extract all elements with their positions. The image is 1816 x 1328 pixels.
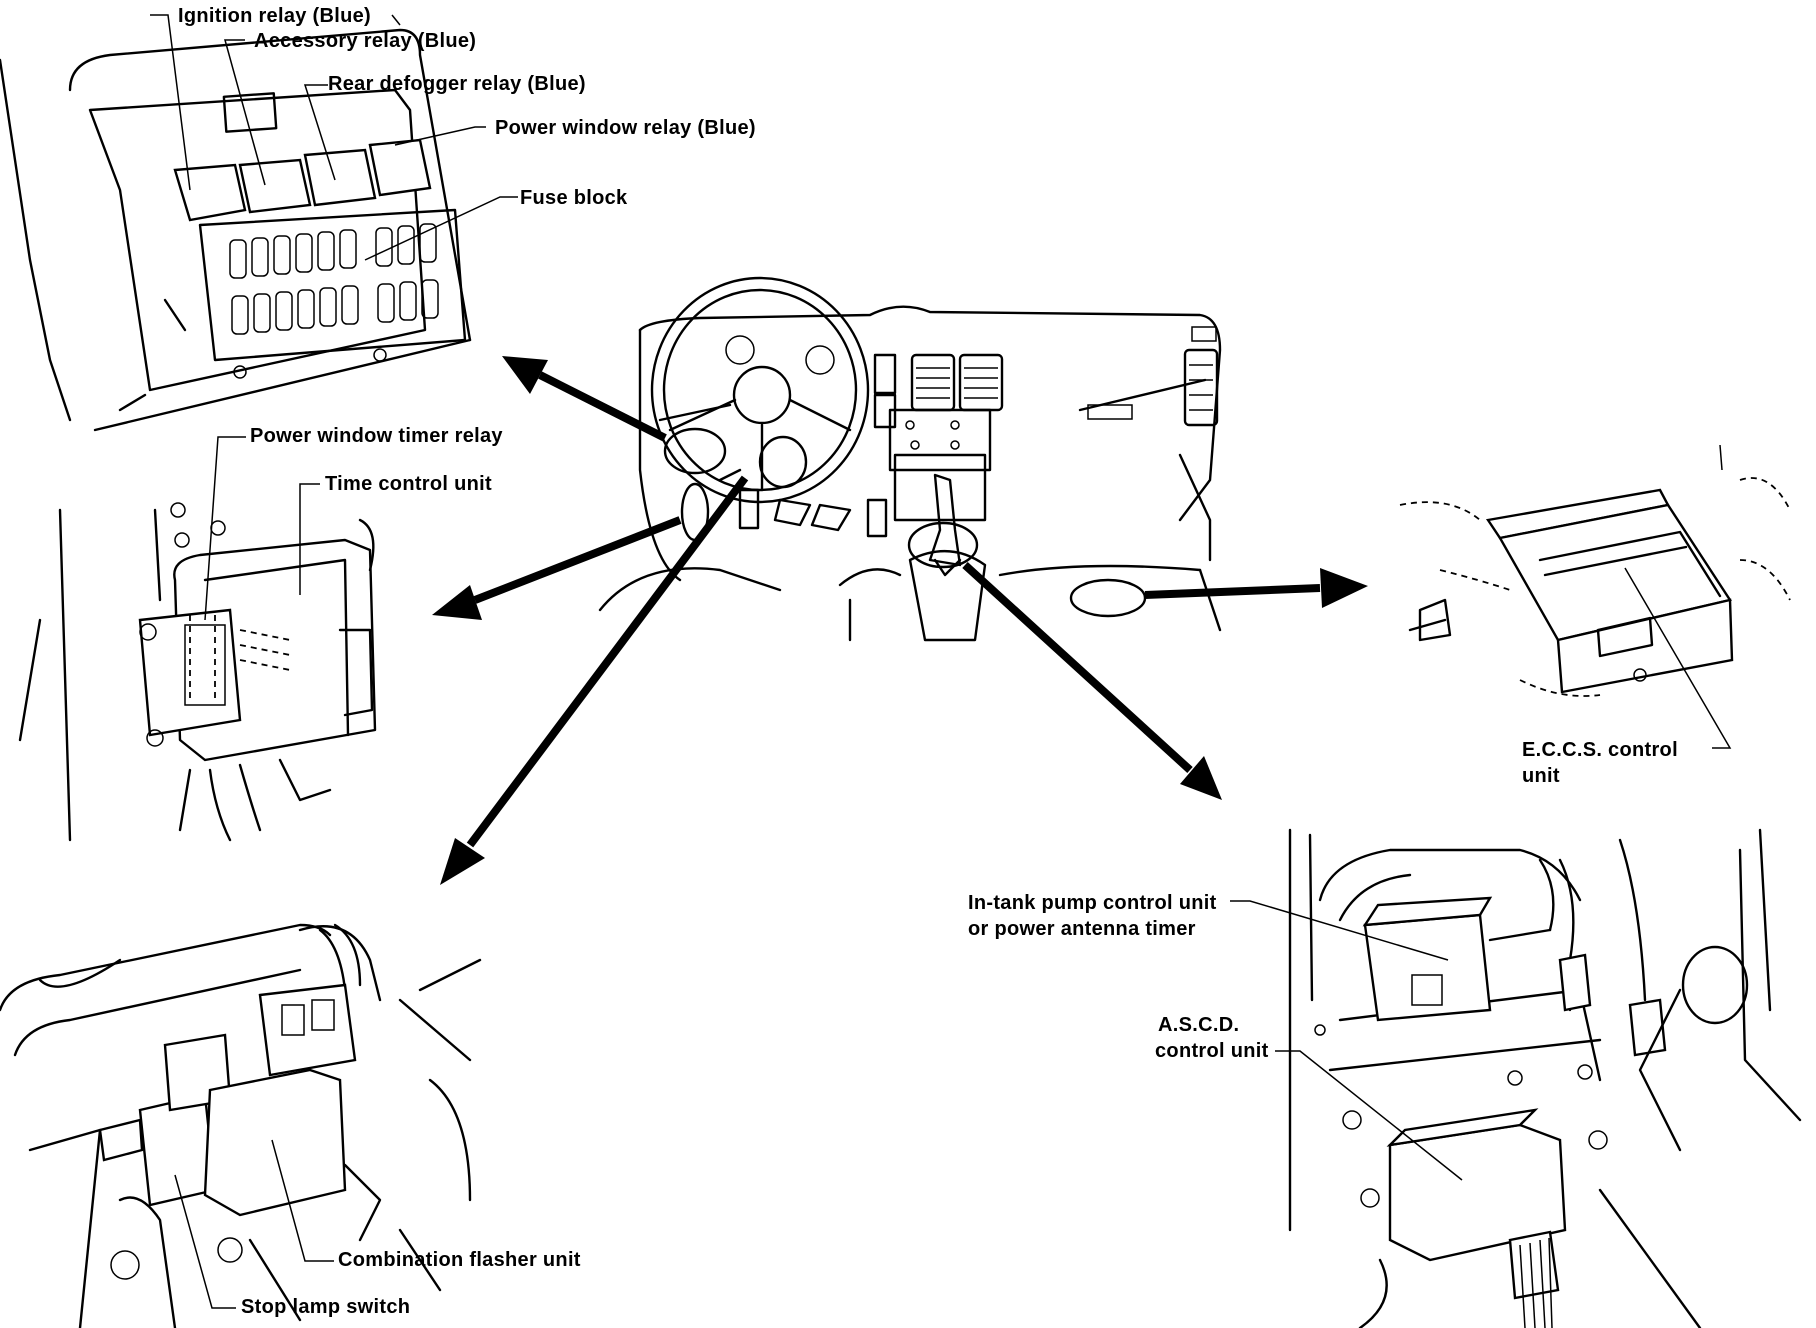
time-control-leader-lines <box>204 436 320 621</box>
stop-lamp-switch-label: Stop lamp switch <box>241 1296 410 1318</box>
fuse-block-label: Fuse block <box>520 187 628 209</box>
power-window-timer-relay-label: Power window timer relay <box>250 425 503 447</box>
eccs-control-unit-illustration <box>1399 444 1791 697</box>
fuse-block-leader-lines <box>150 14 518 261</box>
fuse-block-panel-illustration <box>0 28 472 432</box>
dashboard-overview-illustration <box>598 276 1222 642</box>
flasher-leader-lines <box>174 1139 334 1309</box>
eccs-leader-line <box>1624 567 1732 749</box>
eccs-control-unit-label-line2: unit <box>1522 765 1560 787</box>
combination-flasher-unit-label: Combination flasher unit <box>338 1249 581 1271</box>
ascd-label-line1: A.S.C.D. <box>1158 1014 1239 1036</box>
in-tank-pump-label-line1: In-tank pump control unit <box>968 892 1217 914</box>
rear-defogger-relay-label: Rear defogger relay (Blue) <box>328 73 586 95</box>
flasher-stop-lamp-illustration <box>0 923 482 1328</box>
power-window-relay-label: Power window relay (Blue) <box>495 117 756 139</box>
time-control-unit-illustration <box>18 502 377 842</box>
location-arrows <box>432 356 1368 885</box>
accessory-relay-label: Accessory relay (Blue) <box>254 30 476 52</box>
time-control-unit-label: Time control unit <box>325 473 492 495</box>
ascd-label-line2: control unit <box>1155 1040 1269 1062</box>
ascd-pump-leader-lines <box>1230 900 1463 1181</box>
eccs-control-unit-label-line1: E.C.C.S. control <box>1522 739 1678 761</box>
ascd-pump-illustration <box>1288 828 1802 1328</box>
ignition-relay-label: Ignition relay (Blue) <box>178 5 371 27</box>
in-tank-pump-label-line2: or power antenna timer <box>968 918 1196 940</box>
